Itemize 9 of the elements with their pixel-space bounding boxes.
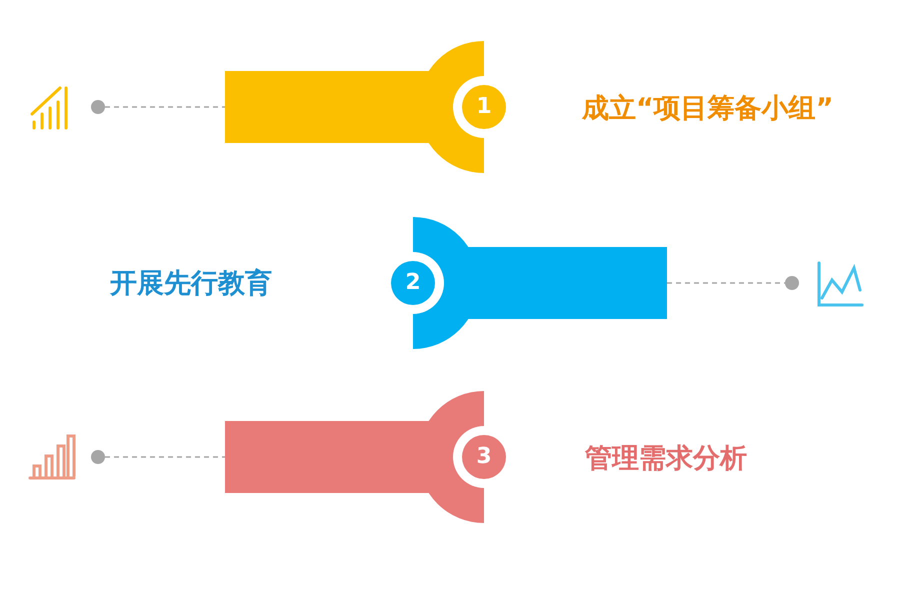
step-heading: 管理需求分析	[585, 442, 747, 476]
dashed-connector	[105, 456, 225, 458]
connector-dot	[785, 276, 799, 290]
dashed-connector	[667, 282, 785, 284]
dashed-connector	[105, 106, 225, 108]
connector-dot	[91, 450, 105, 464]
step-heading: 开展先行教育	[110, 267, 272, 301]
step-heading: 成立“项目筹备小组”	[582, 92, 834, 126]
connector-dot	[91, 100, 105, 114]
